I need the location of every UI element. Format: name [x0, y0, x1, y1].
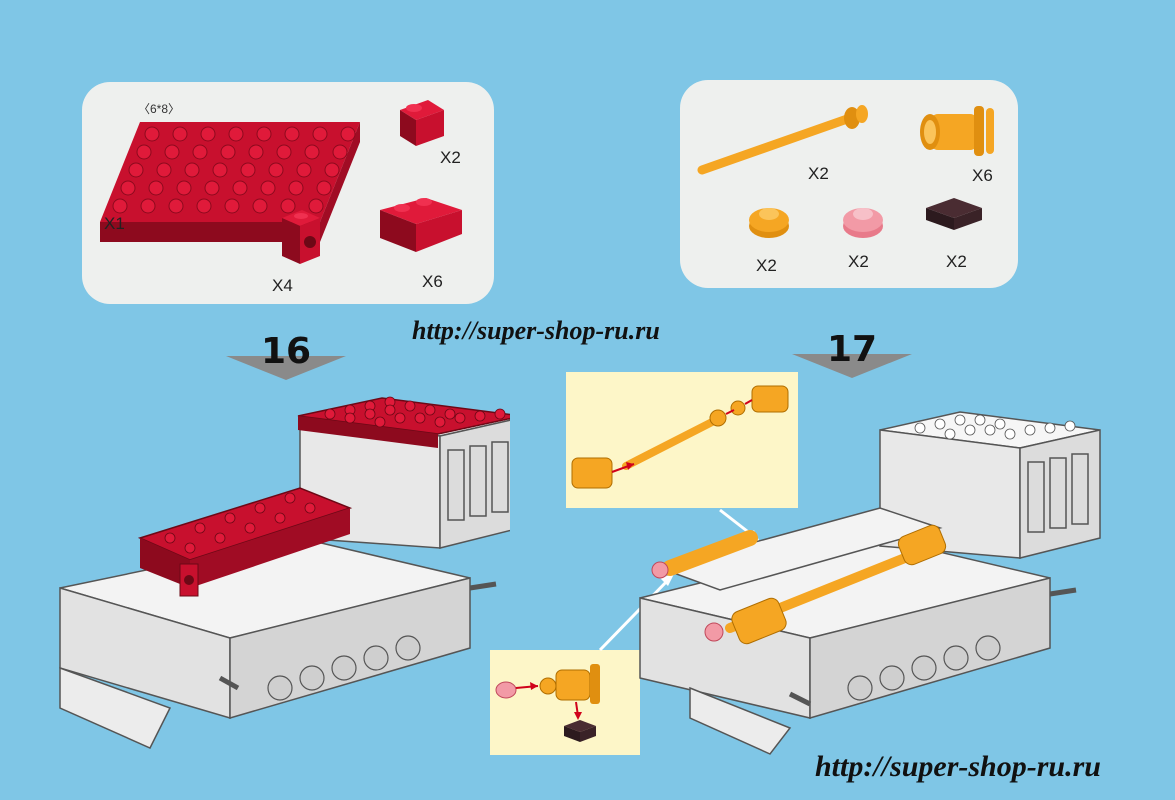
detail-inset-cylinder-assembly [490, 650, 640, 755]
step-marker-17: 17 [792, 328, 912, 380]
orange-round-plate-icon [749, 208, 789, 238]
parts-panel-step-17: X2 X6 X2 X2 X2 [680, 80, 1018, 288]
step-number: 16 [260, 331, 312, 372]
step-16-assembly-illustration [59, 396, 510, 749]
red-slope-2x2-icon [380, 198, 462, 252]
detail-inset-axle-assembly [566, 372, 798, 508]
trans-red-round-plate-icon [843, 208, 883, 238]
orange-cylinder-icon [920, 106, 994, 156]
watermark-url-bottom: http://super-shop-ru.ru [815, 750, 1101, 783]
qty-dark-brown-tile: X2 [946, 252, 967, 271]
watermark-url-top: http://super-shop-ru.ru [412, 316, 660, 345]
step-17-assembly-illustration [639, 411, 1101, 755]
qty-orange-cylinder: X6 [972, 166, 993, 185]
qty-trans-red-round-plate: X2 [848, 252, 869, 271]
red-slope-brick-icon [400, 100, 444, 146]
qty-red-slope-brick: X2 [440, 148, 461, 167]
red-brick-with-hole-icon [282, 210, 320, 264]
parts-panel-step-16: 〈6*8〉 X1 X2 X4 X6 [82, 82, 494, 304]
qty-red-plate: X1 [104, 214, 125, 233]
orange-axle-icon [697, 105, 868, 175]
qty-red-slope-2x2: X6 [422, 272, 443, 291]
step-arrow-icon [792, 354, 912, 378]
axle-assembly-detail-icon [571, 385, 789, 489]
step-marker-16: 16 [226, 330, 346, 382]
step-number: 17 [826, 329, 878, 370]
plate-size-label: 〈6*8〉 [138, 102, 181, 116]
cylinder-assembly-detail-icon [495, 664, 600, 742]
qty-red-brick-hole: X4 [272, 276, 293, 295]
qty-orange-axle: X2 [808, 164, 829, 183]
qty-orange-round-plate: X2 [756, 256, 777, 275]
red-6x8-plate-icon [100, 122, 360, 242]
step-arrow-icon [226, 356, 346, 380]
dark-brown-tile-icon [926, 198, 982, 230]
